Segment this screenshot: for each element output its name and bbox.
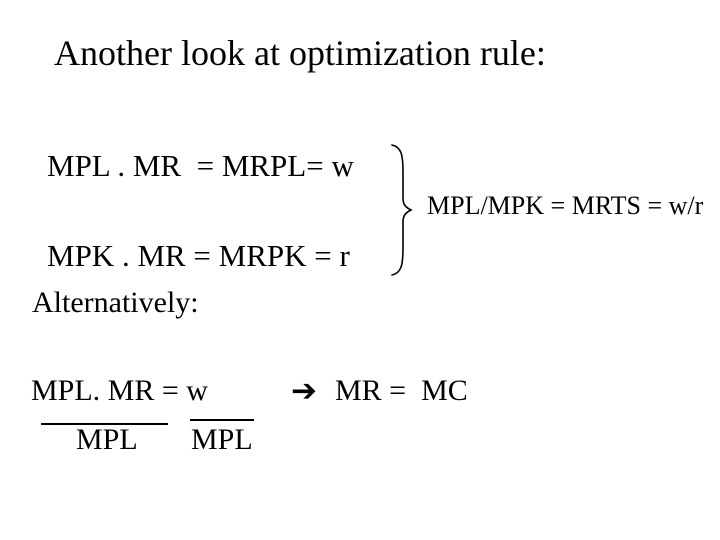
arrow-right-icon: ➔ — [291, 373, 317, 409]
grouping-brace-icon — [389, 142, 413, 283]
equation-capital: MPK . MR = MRPK = r — [47, 238, 350, 273]
equation-labor: MPL . MR = MRPL= w — [47, 148, 354, 183]
slide-title: Another look at optimization rule: — [54, 33, 546, 73]
fraction-denominator-right: MPL — [191, 423, 253, 456]
equation-ratio-note: MPL/MPK = MRTS = w/r — [427, 191, 704, 220]
fraction-denominator-left: MPL — [76, 423, 138, 456]
alternatively-label: Alternatively: — [32, 286, 199, 319]
conclusion-equation: MR = MC — [335, 374, 468, 407]
fraction-top-line: MPL. MR = w — [31, 374, 208, 407]
fraction-bar-right — [190, 419, 254, 421]
fraction-bar-left — [41, 423, 168, 425]
